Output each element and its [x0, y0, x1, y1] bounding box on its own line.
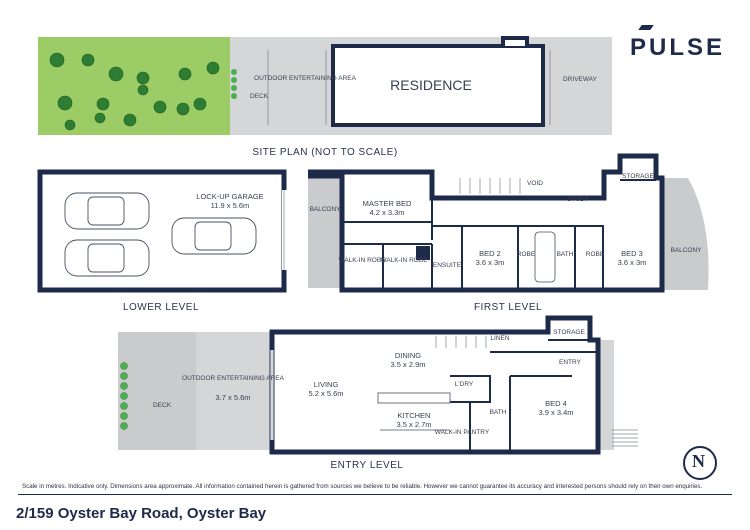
walkin-robe-2: WALK-IN ROBE — [380, 257, 428, 264]
bath-first-label: BATH — [557, 251, 574, 258]
study-label: STUDY — [567, 196, 590, 203]
linen-label: LINEN — [490, 335, 509, 342]
site-residence-notch — [501, 36, 529, 46]
site-plan: RESIDENCE DECK OUTDOOR ENTERTAINING AREA… — [38, 36, 612, 158]
brand-logo: PULSE — [630, 34, 726, 61]
bed2-name: BED 2 — [479, 249, 501, 258]
entry-deck-label: DECK — [153, 402, 172, 409]
dining-size: 3.5 x 2.9m — [390, 360, 425, 369]
first-level-caption: FIRST LEVEL — [474, 302, 542, 313]
dining-name: DINING — [395, 351, 421, 360]
kitchen-size: 3.5 x 2.7m — [396, 420, 431, 429]
site-trees — [49, 52, 220, 131]
balcony-left-label: BALCONY — [309, 206, 341, 213]
entry-outdoor-fill — [196, 332, 272, 450]
bed2-size: 3.6 x 3m — [476, 258, 505, 267]
first-level: BALCONY BALCONY MASTER BED 4.2 x 3.3m VO… — [308, 153, 709, 313]
storage-entry-label: STORAGE — [553, 329, 585, 336]
robe-2: ROBE — [586, 251, 605, 258]
entry-level: DECK OUTDOOR ENTERTAINING AREA 3.7 x 5.6… — [118, 315, 638, 471]
site-plan-caption: SITE PLAN (NOT TO SCALE) — [252, 147, 397, 158]
living-size: 5.2 x 5.6m — [308, 389, 343, 398]
master-bed-name: MASTER BED — [363, 199, 412, 208]
site-residence-outline — [331, 44, 545, 127]
storage-first-label: STORAGE — [622, 173, 654, 180]
site-deck-label: DECK — [250, 93, 269, 100]
entry-stairs — [435, 336, 487, 348]
site-driveway-label: DRIVEWAY — [563, 76, 598, 83]
balcony-right-label: BALCONY — [670, 247, 702, 254]
laundry-label: L'DRY — [455, 381, 474, 388]
first-stairs — [459, 178, 521, 194]
kitchen-name: KITCHEN — [398, 411, 431, 420]
balcony-right-fill — [662, 178, 709, 290]
entry-hedge — [120, 362, 128, 430]
lower-level-caption: LOWER LEVEL — [123, 302, 199, 313]
wall-laundry — [450, 375, 491, 403]
living-name: LIVING — [314, 380, 339, 389]
master-bed-size: 4.2 x 3.3m — [369, 208, 404, 217]
garage-size: 11.9 x 5.6m — [211, 201, 250, 210]
kitchen-island — [377, 392, 451, 404]
entry-outdoor-size: 3.7 x 5.6m — [215, 393, 250, 402]
robe-1: ROBE — [517, 251, 536, 258]
garage-name: LOCK-UP GARAGE — [196, 192, 263, 201]
void-label: VOID — [527, 180, 543, 187]
entry-deck-fill — [118, 332, 196, 450]
front-steps — [612, 429, 638, 447]
balcony-left-fill — [308, 176, 342, 288]
bed3-size: 3.6 x 3m — [618, 258, 647, 267]
walkin-robe-1: WALK-IN ROBE — [338, 257, 386, 264]
entry-level-caption: ENTRY LEVEL — [331, 460, 404, 471]
footer-divider — [18, 494, 732, 495]
garage-walls — [37, 169, 287, 293]
entry-outdoor-name-1: OUTDOOR ENTERTAINING AREA — [182, 375, 285, 382]
bed4-size: 3.9 x 3.4m — [538, 408, 573, 417]
floor-plan-drawing: RESIDENCE DECK OUTDOOR ENTERTAINING AREA… — [37, 36, 709, 471]
entry-label: ENTRY — [559, 359, 582, 366]
garage-cars — [64, 192, 257, 277]
garage-door-opening — [282, 190, 288, 270]
north-compass-icon: N — [683, 446, 717, 480]
bath-entry-label: BATH — [490, 409, 507, 416]
bed3-name: BED 3 — [621, 249, 643, 258]
disclaimer-text: Scale in metres. Indicative only. Dimens… — [22, 483, 703, 490]
ensuite-fixture — [416, 246, 430, 260]
property-address: 2/159 Oyster Bay Road, Oyster Bay — [16, 505, 267, 522]
bath-tub — [534, 231, 556, 283]
bed4-name: BED 4 — [545, 399, 567, 408]
first-level-outer-walls — [308, 153, 665, 293]
walkin-pantry-label: WALK-IN PANTRY — [435, 429, 490, 436]
entry-side-fill — [598, 340, 614, 450]
site-outdoor-label: OUTDOOR ENTERTAINING AREA — [254, 75, 357, 82]
ensuite-label: ENSUITE — [433, 262, 462, 269]
lower-level: LOCK-UP GARAGE 11.9 x 5.6m LOWER LEVEL — [37, 169, 288, 313]
site-hedge — [231, 69, 237, 99]
site-residence-label: RESIDENCE — [390, 77, 472, 93]
